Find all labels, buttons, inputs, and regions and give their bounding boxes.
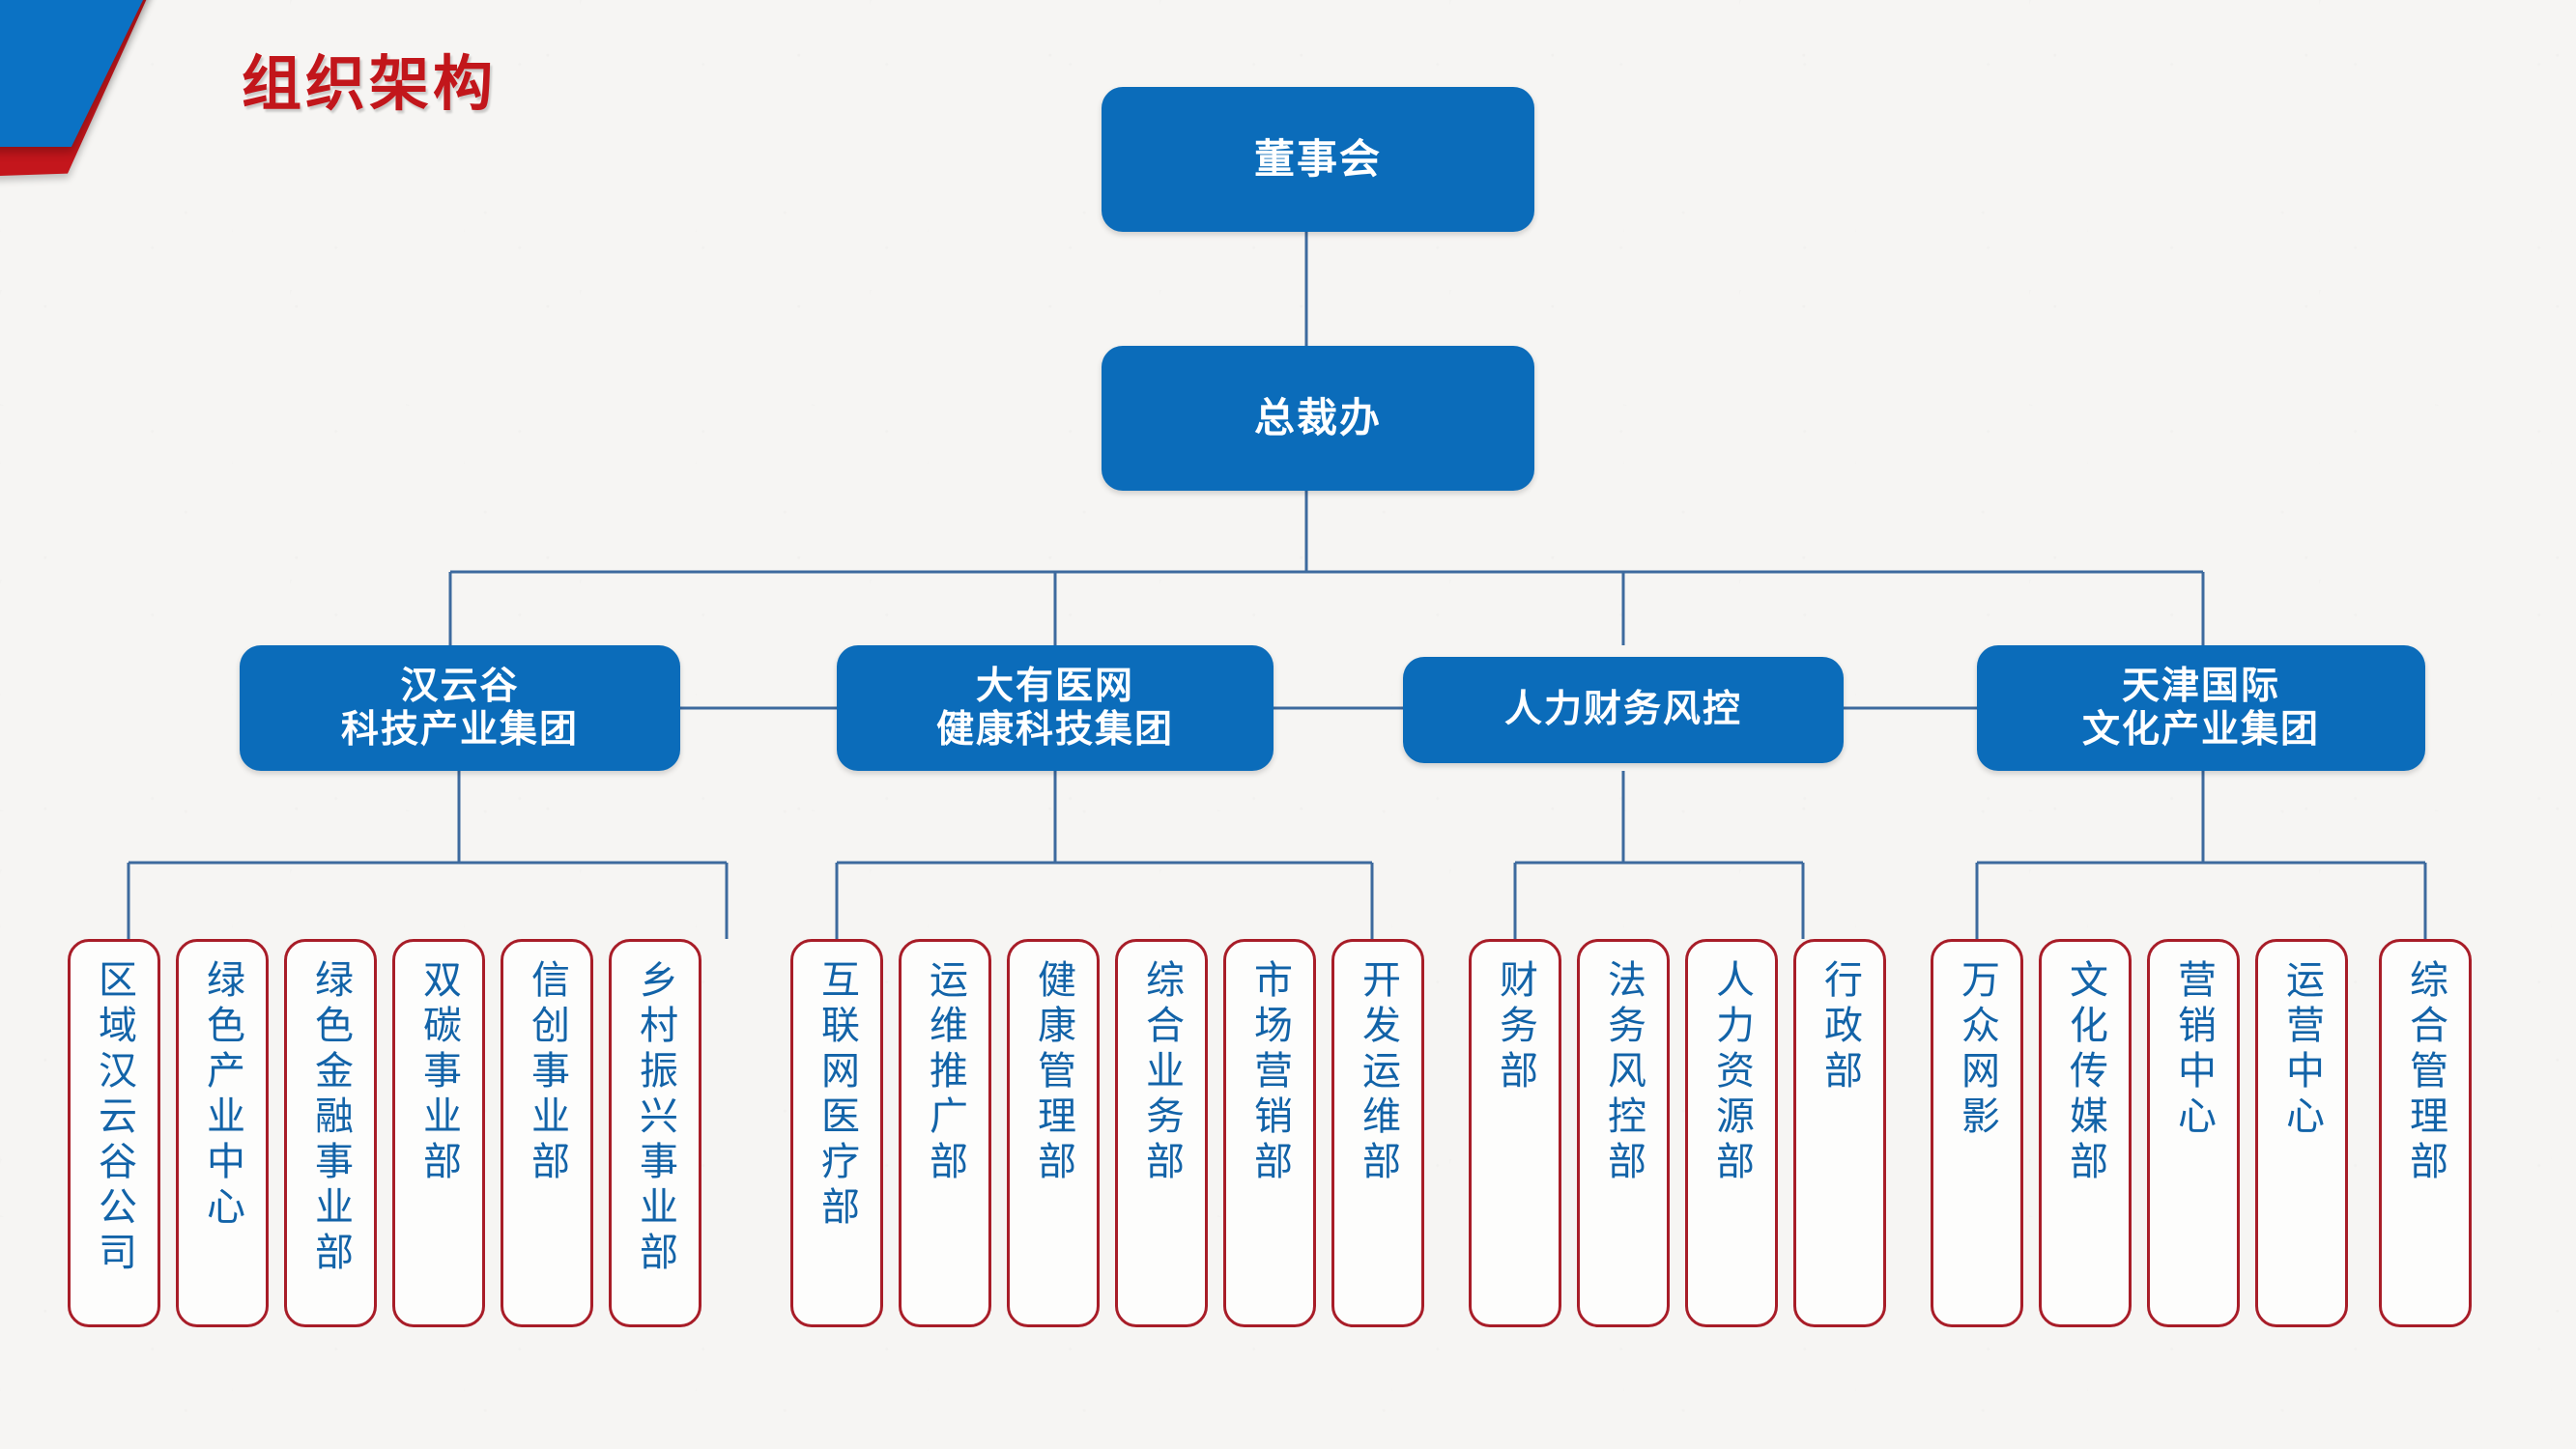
leaf-node[interactable]: 乡村振兴事业部 [609,939,701,1327]
leaf-label: 双碳事业部 [417,959,460,1186]
page-title: 组织架构 [242,51,498,118]
node-division-hr-finance-risk[interactable]: 人力财务风控 [1403,657,1844,763]
leaf-node[interactable]: 营销中心 [2147,939,2240,1327]
leaf-node[interactable]: 文化传媒部 [2039,939,2132,1327]
leaf-node[interactable]: 财务部 [1469,939,1561,1327]
leaf-node[interactable]: 健康管理部 [1007,939,1100,1327]
leaf-node[interactable]: 综合业务部 [1115,939,1208,1327]
leaf-node[interactable]: 万众网影 [1931,939,2023,1327]
leaf-node[interactable]: 开发运维部 [1331,939,1424,1327]
leaf-label: 互联网医疗部 [816,959,858,1232]
node-president-office[interactable]: 总裁办 [1102,346,1534,491]
leaf-node[interactable]: 行政部 [1793,939,1886,1327]
leaf-label: 绿色金融事业部 [309,959,352,1277]
leaf-label: 健康管理部 [1032,959,1074,1186]
leaf-node[interactable]: 绿色产业中心 [176,939,269,1327]
leaf-label: 文化传媒部 [2064,959,2106,1186]
leaf-label: 综合管理部 [2404,959,2447,1186]
leaf-node[interactable]: 运营中心 [2255,939,2348,1327]
leaf-node[interactable]: 人力资源部 [1685,939,1778,1327]
leaf-label: 乡村振兴事业部 [634,959,676,1277]
leaf-label: 运营中心 [2280,959,2323,1141]
leaf-label: 市场营销部 [1248,959,1291,1186]
leaf-label: 综合业务部 [1140,959,1183,1186]
node-board[interactable]: 董事会 [1102,87,1534,232]
leaf-node[interactable]: 运维推广部 [899,939,991,1327]
node-division-hanyungu[interactable]: 汉云谷 科技产业集团 [240,645,680,771]
leaf-label: 营销中心 [2172,959,2215,1141]
leaf-label: 行政部 [1818,959,1861,1095]
leaf-node[interactable]: 区域汉云谷公司 [68,939,160,1327]
leaf-node[interactable]: 互联网医疗部 [790,939,883,1327]
leaf-label: 财务部 [1494,959,1536,1095]
leaf-node[interactable]: 绿色金融事业部 [284,939,377,1327]
leaf-label: 信创事业部 [526,959,568,1186]
node-division-dayouyiwang[interactable]: 大有医网 健康科技集团 [837,645,1274,771]
leaf-node[interactable]: 信创事业部 [501,939,593,1327]
leaf-node[interactable]: 市场营销部 [1223,939,1316,1327]
leaf-node[interactable]: 综合管理部 [2379,939,2472,1327]
leaf-label: 开发运维部 [1357,959,1399,1186]
leaf-label: 人力资源部 [1710,959,1753,1186]
leaf-label: 万众网影 [1956,959,1998,1141]
leaf-label: 法务风控部 [1602,959,1645,1186]
leaf-label: 运维推广部 [924,959,966,1186]
leaf-node[interactable]: 双碳事业部 [392,939,485,1327]
node-division-tianjin-culture[interactable]: 天津国际 文化产业集团 [1977,645,2425,771]
leaf-node[interactable]: 法务风控部 [1577,939,1670,1327]
leaf-label: 区域汉云谷公司 [93,959,135,1277]
leaf-label: 绿色产业中心 [201,959,243,1232]
